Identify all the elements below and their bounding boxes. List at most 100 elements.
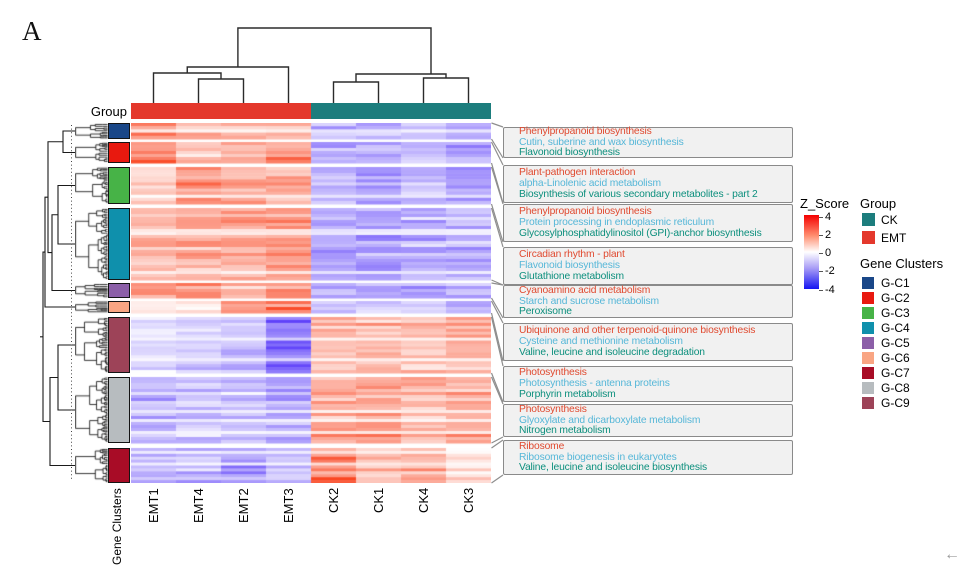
pathway-label: Flavonoid biosynthesis: [519, 260, 620, 272]
cluster-block-g-c8: [108, 377, 130, 443]
column-label-emt4: EMT4: [190, 488, 206, 523]
pathway-label: Valine, leucine and isoleucine degradati…: [519, 346, 705, 358]
cluster-block-g-c3: [108, 167, 130, 204]
legend-swatch-g-c8: [862, 382, 874, 394]
zscore-tick: [819, 216, 823, 218]
zscore-tick: [819, 289, 823, 291]
pathway-label: Peroxisome: [519, 306, 572, 318]
legend-swatch-emt: [862, 231, 875, 244]
pathway-label: Biosynthesis of various secondary metabo…: [519, 188, 758, 200]
row-dendrogram-dense: [75, 123, 108, 483]
pathway-label: Porphyrin metabolism: [519, 388, 616, 400]
cluster-block-g-c7: [108, 448, 130, 483]
legend-swatch-g-c1: [862, 277, 874, 289]
column-label-emt2: EMT2: [235, 488, 251, 523]
panel-label: A: [22, 16, 42, 46]
cluster-block-g-c9: [108, 317, 130, 373]
pathway-label: Glyoxylate and dicarboxylate metabolism: [519, 414, 701, 426]
zscore-tick-label: 2: [825, 228, 832, 241]
column-label-ck3: CK3: [460, 488, 476, 514]
pathway-label: Nitrogen metabolism: [519, 425, 611, 437]
column-label-ck4: CK4: [415, 488, 431, 514]
gene-clusters-axis-label: Gene Clusters: [110, 488, 124, 565]
pathway-label: Ribosome: [519, 440, 565, 452]
legend-label: G-C2: [881, 291, 910, 305]
column-dendrogram: [152, 27, 470, 103]
legend-swatch-g-c6: [862, 352, 874, 364]
zscore-tick-label: -4: [825, 283, 835, 296]
left-arrow-icon: ←: [944, 546, 959, 563]
pathway-label: Phenylpropanoid biosynthesis: [519, 206, 652, 218]
pathway-label: Ribosome biogenesis in eukaryotes: [519, 451, 677, 463]
pathway-label: Ubiquinone and other terpenoid-quinone b…: [519, 325, 756, 337]
pathway-label: Starch and sucrose metabolism: [519, 295, 659, 307]
legend-label: G-C8: [881, 381, 910, 395]
zscore-tick-label: 0: [825, 247, 832, 259]
row-dendrogram-outer: [40, 130, 75, 467]
cluster-block-g-c4: [108, 208, 130, 280]
cluster-block-g-c6: [108, 301, 130, 313]
legend-label: G-C1: [881, 276, 910, 290]
pathway-label: Cyanoamino acid metabolism: [519, 284, 651, 296]
clusters-legend-title: Gene Clusters: [860, 256, 944, 271]
pathway-label: Circadian rhythm - plant: [519, 249, 625, 261]
legend-label: CK: [881, 212, 898, 227]
cluster-block-g-c2: [108, 142, 130, 163]
pathway-label: Plant-pathogen interaction: [519, 167, 636, 179]
legend-swatch-g-c4: [862, 322, 874, 334]
legend-swatch-g-c9: [862, 397, 874, 409]
column-label-ck2: CK2: [325, 488, 341, 514]
legend-label: G-C9: [881, 396, 910, 410]
cluster-block-g-c1: [108, 123, 130, 139]
pathway-label: Photosynthesis - antenna proteins: [519, 378, 670, 390]
group-bar-ck: [311, 103, 491, 119]
pathway-label: alpha-Linolenic acid metabolism: [519, 178, 661, 190]
zscore-legend-title: Z_Score: [800, 196, 850, 211]
pathway-label: Photosynthesis: [519, 403, 587, 415]
pathway-label: Photosynthesis: [519, 367, 587, 379]
column-label-ck1: CK1: [370, 488, 386, 514]
pathway-label: Phenylpropanoid biosynthesis: [519, 125, 652, 137]
zscore-tick: [819, 234, 823, 236]
pathway-annotation-box: Ubiquinone and other terpenoid-quinone b…: [503, 323, 793, 361]
legend-label: G-C6: [881, 351, 910, 365]
pathway-label: Glycosylphosphatidylinositol (GPI)-ancho…: [519, 227, 762, 239]
legend-swatch-g-c3: [862, 307, 874, 319]
annotation-connectors: [490, 122, 504, 484]
cluster-block-g-c5: [108, 283, 130, 298]
group-annotation-bar: [131, 103, 491, 119]
pathway-label: Cysteine and methionine metabolism: [519, 336, 683, 348]
legend-label: EMT: [881, 230, 907, 245]
legend-swatch-g-c5: [862, 337, 874, 349]
heatmap-canvas: [131, 123, 491, 483]
legend-label: G-C5: [881, 336, 910, 350]
column-label-emt3: EMT3: [280, 488, 296, 523]
zscore-tick: [819, 271, 823, 273]
pathway-label: Flavonoid biosynthesis: [519, 147, 620, 159]
zscore-tick-label: 4: [825, 210, 832, 223]
legend-swatch-g-c7: [862, 367, 874, 379]
legend-label: G-C4: [881, 321, 910, 335]
group-bar-emt: [131, 103, 311, 119]
zscore-tick-label: -2: [825, 265, 835, 278]
legend-swatch-g-c2: [862, 292, 874, 304]
group-axis-label: Group: [90, 104, 127, 119]
column-label-emt1: EMT1: [145, 488, 161, 523]
pathway-label: Glutathione metabolism: [519, 270, 624, 282]
group-legend-title: Group: [860, 196, 897, 211]
legend-label: G-C7: [881, 366, 910, 380]
legend-label: G-C3: [881, 306, 910, 320]
legend-swatch-ck: [862, 213, 875, 226]
pathway-label: Protein processing in endoplasmic reticu…: [519, 217, 715, 229]
pathway-label: Valine, leucine and isoleucine biosynthe…: [519, 462, 707, 474]
